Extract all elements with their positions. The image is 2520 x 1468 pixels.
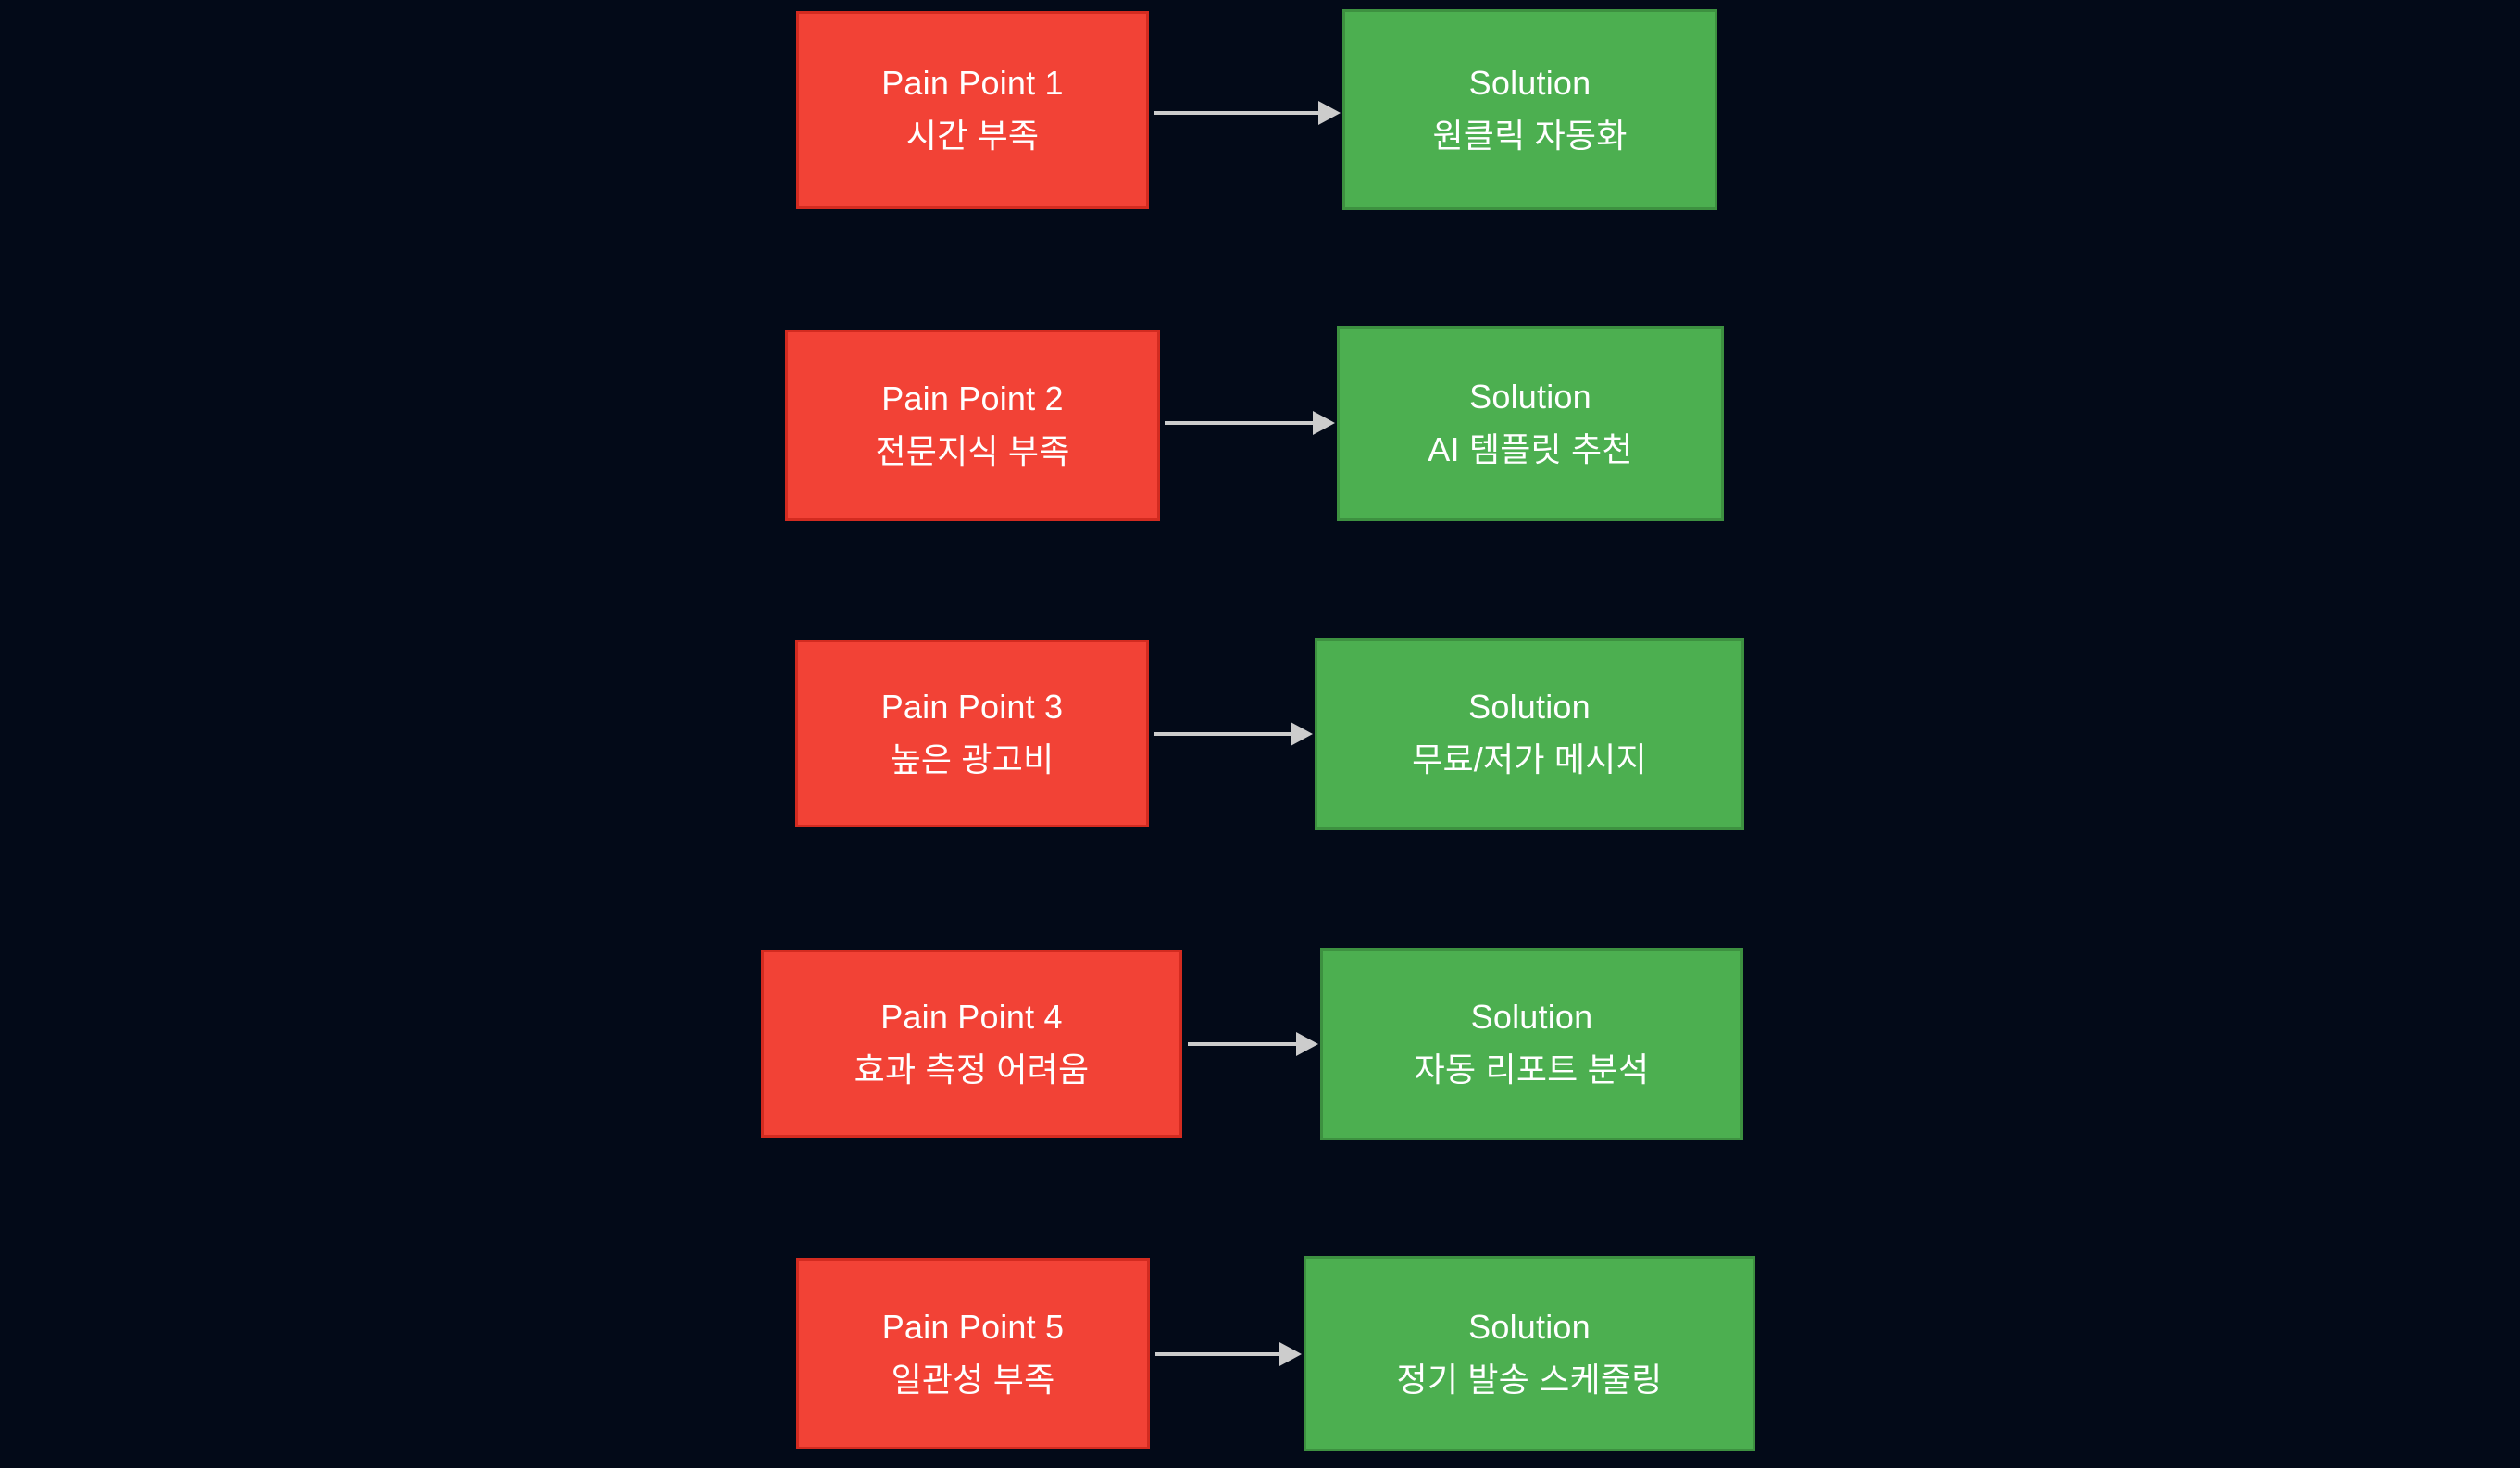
solution-detail: 무료/저가 메시지 (1412, 740, 1647, 778)
solution-node[interactable]: Solution AI 템플릿 추천 (1337, 326, 1724, 521)
pain-point-node[interactable]: Pain Point 2 전문지식 부족 (785, 330, 1160, 521)
pain-point-title: Pain Point 4 (880, 997, 1063, 1036)
solution-title: Solution (1468, 63, 1591, 102)
solution-detail: AI 템플릿 추천 (1428, 429, 1633, 468)
solution-node[interactable]: Solution 원클릭 자동화 (1342, 9, 1717, 210)
pain-point-title: Pain Point 2 (881, 379, 1064, 417)
pain-point-node[interactable]: Pain Point 4 효과 측정 어려움 (761, 950, 1182, 1138)
pain-point-detail: 시간 부족 (905, 117, 1040, 155)
solution-title: Solution (1468, 1307, 1591, 1346)
pain-point-detail: 일관성 부족 (891, 1360, 1055, 1399)
solution-title: Solution (1469, 377, 1591, 416)
pain-point-node[interactable]: Pain Point 3 높은 광고비 (795, 640, 1149, 827)
pain-point-detail: 효과 측정 어려움 (854, 1050, 1090, 1089)
pain-point-detail: 높은 광고비 (890, 740, 1054, 778)
solution-detail: 원클릭 자동화 (1432, 116, 1628, 155)
solution-detail: 정기 발송 스케줄링 (1396, 1360, 1663, 1399)
pain-point-detail: 전문지식 부족 (875, 431, 1070, 470)
solution-node[interactable]: Solution 정기 발송 스케줄링 (1304, 1256, 1755, 1451)
pain-point-node[interactable]: Pain Point 5 일관성 부족 (796, 1258, 1150, 1449)
solution-title: Solution (1468, 688, 1591, 727)
solution-detail: 자동 리포트 분석 (1414, 1051, 1650, 1089)
arrow-connector (1155, 1340, 1302, 1368)
solution-title: Solution (1470, 998, 1593, 1037)
pain-point-title: Pain Point 1 (881, 64, 1064, 103)
pain-point-title: Pain Point 5 (881, 1307, 1065, 1346)
pain-point-title: Pain Point 3 (880, 687, 1064, 726)
solution-node[interactable]: Solution 무료/저가 메시지 (1315, 638, 1744, 830)
solution-node[interactable]: Solution 자동 리포트 분석 (1320, 948, 1743, 1140)
pain-point-node[interactable]: Pain Point 1 시간 부족 (796, 11, 1149, 209)
